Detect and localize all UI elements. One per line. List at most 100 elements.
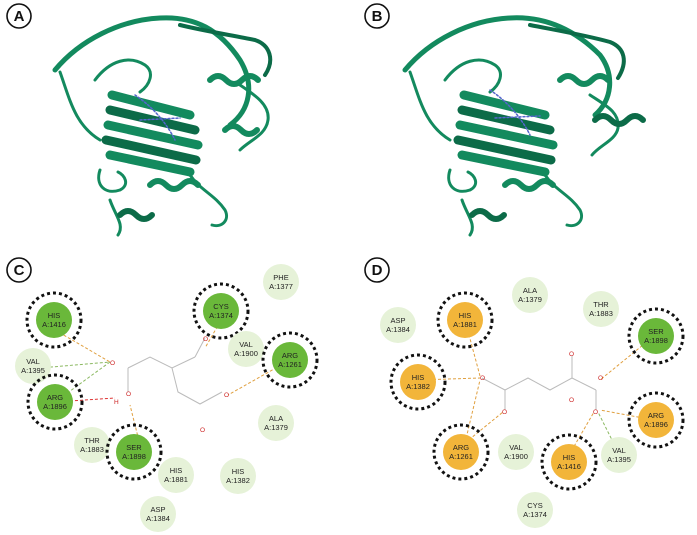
residue-id: A:1416: [42, 320, 66, 329]
residue-name: THR: [593, 300, 609, 309]
residue-disc: [400, 364, 436, 400]
atom-label: O: [598, 375, 603, 382]
pi-interaction-ring: [192, 282, 250, 340]
ligand-skeleton-d: [481, 356, 597, 410]
residue-id: A:1374: [209, 311, 233, 320]
residue-name: ALA: [523, 286, 537, 295]
residue-disc: [228, 331, 264, 367]
atom-label: O: [569, 351, 574, 358]
atom-label: O: [593, 409, 598, 416]
residue-disc: [551, 444, 587, 480]
residue-id: A:1898: [644, 336, 668, 345]
residue-ala-1379-c: ALA A:1379: [258, 405, 294, 441]
residue-name: HIS: [232, 467, 245, 476]
residue-id: A:1416: [557, 462, 581, 471]
panel-a-label: A: [14, 8, 25, 25]
residue-his-1382-c: HIS A:1382: [220, 458, 256, 494]
panel-b-label-circle: [364, 3, 390, 29]
residue-id: A:1374: [523, 510, 547, 519]
residue-name: HIS: [170, 466, 183, 475]
panel-c: C O O O O O H: [6, 257, 319, 532]
residue-id: A:1881: [453, 320, 477, 329]
residue-id: A:1379: [264, 423, 288, 432]
residue-id: A:1384: [386, 325, 410, 334]
residue-disc: [15, 348, 51, 384]
residue-id: A:1900: [504, 452, 528, 461]
atom-label: O: [203, 336, 208, 343]
atom-label: O: [480, 375, 485, 382]
residue-disc: [140, 496, 176, 532]
residue-ser-1898-d: SER A:1898: [627, 307, 685, 365]
panel-b-label: B: [372, 8, 383, 25]
residue-name: ASP: [150, 505, 165, 514]
residue-name: HIS: [412, 373, 425, 382]
residue-disc: [158, 457, 194, 493]
residue-cys-1374-d: CYS A:1374: [517, 492, 553, 528]
residue-id: A:1377: [269, 282, 293, 291]
pi-interaction-ring: [25, 291, 83, 349]
pi-interaction-ring: [436, 291, 494, 349]
residue-name: SER: [126, 443, 142, 452]
residue-disc: [601, 437, 637, 473]
residue-id: A:1261: [449, 452, 473, 461]
residue-name: VAL: [612, 446, 626, 455]
panel-d-label-circle: [364, 257, 390, 283]
panel-a: A: [6, 3, 273, 237]
residue-his-1881-c: HIS A:1881: [158, 457, 194, 493]
residue-val-1900-d: VAL A:1900: [498, 434, 534, 470]
atoms-c: O O O O O H: [110, 336, 229, 434]
residue-disc: [517, 492, 553, 528]
pi-interaction-ring: [627, 391, 685, 449]
atom-label: O: [110, 360, 115, 367]
atom-label: O: [224, 392, 229, 399]
pi-interaction-ring: [432, 423, 490, 481]
residue-his-1881-d: HIS A:1881: [436, 291, 494, 349]
residue-name: SER: [648, 327, 664, 336]
panel-b: B: [364, 3, 646, 237]
pi-interaction-ring: [389, 353, 447, 411]
residue-disc: [74, 427, 110, 463]
residue-arg-1261-d: ARG A:1261: [432, 423, 490, 481]
residue-arg-1896-c: ARG A:1896: [26, 373, 84, 431]
pi-interaction-ring: [26, 373, 84, 431]
residue-his-1416-d: HIS A:1416: [540, 433, 598, 491]
residue-disc: [447, 302, 483, 338]
residue-name: ARG: [282, 351, 298, 360]
atoms-d: O O O O O O: [480, 351, 603, 416]
residue-id: A:1896: [43, 402, 67, 411]
residue-disc: [263, 264, 299, 300]
atom-label: O: [200, 427, 205, 434]
atom-label: O: [126, 391, 131, 398]
residue-name: ARG: [453, 443, 469, 452]
residue-name: HIS: [48, 311, 61, 320]
panel-c-label-circle: [6, 257, 32, 283]
residue-id: A:1395: [21, 366, 45, 375]
residue-name: VAL: [239, 340, 253, 349]
residue-val-1395-c: VAL A:1395: [15, 348, 51, 384]
residue-disc: [272, 342, 308, 378]
atom-label: O: [502, 409, 507, 416]
residue-disc: [258, 405, 294, 441]
residue-name: ARG: [47, 393, 63, 402]
residue-name: PHE: [273, 273, 288, 282]
residue-arg-1261-c: ARG A:1261: [261, 331, 319, 389]
panel-c-label: C: [14, 262, 25, 279]
residue-id: A:1379: [518, 295, 542, 304]
residue-name: ARG: [648, 411, 664, 420]
pi-interaction-ring: [261, 331, 319, 389]
protein-ribbon-b: [402, 15, 646, 237]
residue-name: VAL: [26, 357, 40, 366]
panel-d-label: D: [372, 262, 383, 279]
residue-name: HIS: [563, 453, 576, 462]
interactions-d: [417, 319, 655, 456]
panel-a-label-circle: [6, 3, 32, 29]
residue-ala-1379-d: ALA A:1379: [512, 277, 548, 313]
residue-thr-1883-d: THR A:1883: [583, 291, 619, 327]
residue-id: A:1395: [607, 455, 631, 464]
residue-id: A:1883: [80, 445, 104, 454]
residue-name: CYS: [527, 501, 542, 510]
residue-id: A:1261: [278, 360, 302, 369]
residue-val-1395-d: VAL A:1395: [601, 437, 637, 473]
residue-disc: [116, 434, 152, 470]
